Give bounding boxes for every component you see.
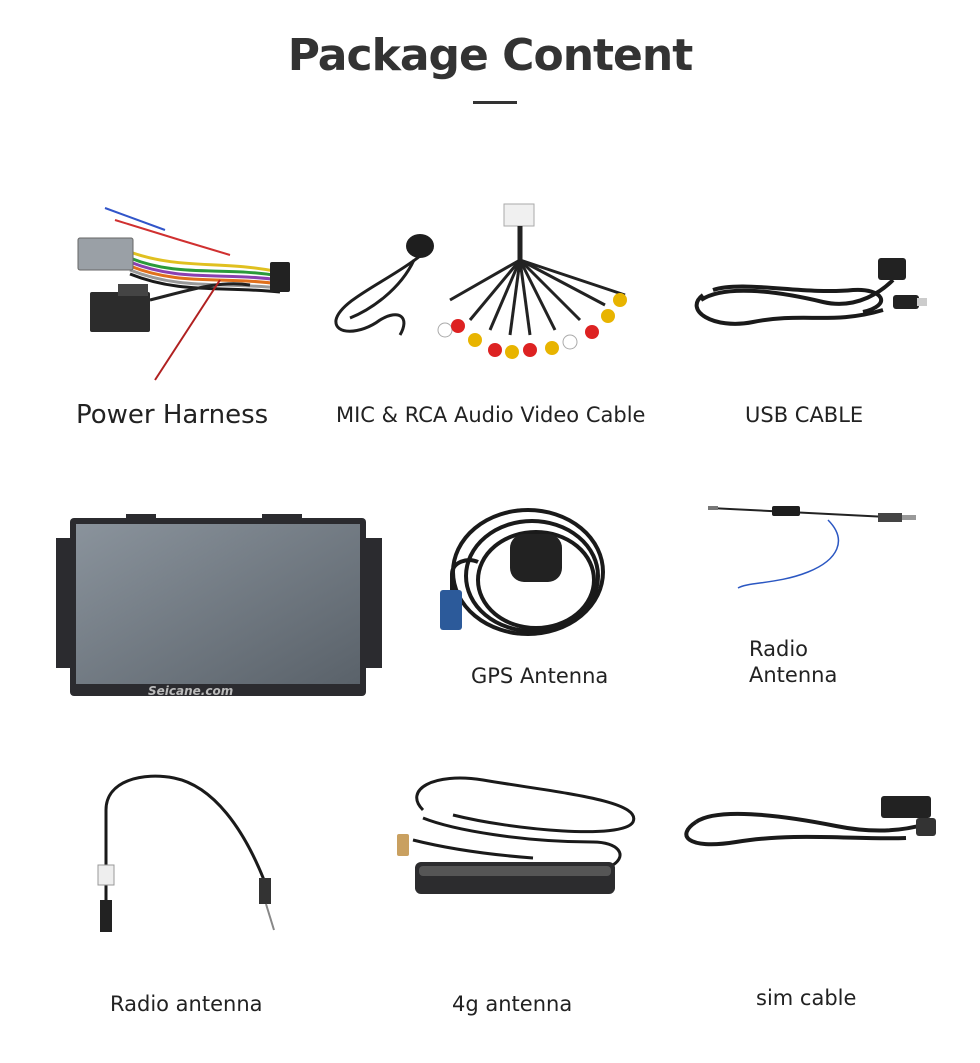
label-line: Radio xyxy=(749,637,809,661)
page-title: Package Content xyxy=(287,30,694,81)
item-label: Power Harness xyxy=(76,400,269,430)
title-underline xyxy=(473,101,517,104)
radio-antenna-wire-icon xyxy=(708,500,920,592)
radio-antenna-cable-icon xyxy=(94,770,289,935)
usb-cable-icon xyxy=(683,250,933,335)
item-label: Radio antenna xyxy=(110,992,263,1016)
item-label: USB CABLE xyxy=(745,403,864,427)
rca-cable-icon xyxy=(330,200,645,370)
power-harness-icon xyxy=(70,200,300,385)
sim-cable-icon xyxy=(676,790,944,855)
head-unit-screen-icon xyxy=(56,512,382,700)
item-label: sim cable xyxy=(756,986,857,1010)
item-label: MIC & RCA Audio Video Cable xyxy=(336,403,646,427)
item-label: 4g antenna xyxy=(452,992,573,1016)
4g-antenna-icon xyxy=(393,770,655,905)
item-label: Radio Antenna xyxy=(749,636,837,688)
screen-brand: Seicane.com xyxy=(148,684,234,698)
label-line: Antenna xyxy=(749,663,838,687)
item-label: GPS Antenna xyxy=(471,664,609,688)
gps-antenna-icon xyxy=(438,502,618,650)
